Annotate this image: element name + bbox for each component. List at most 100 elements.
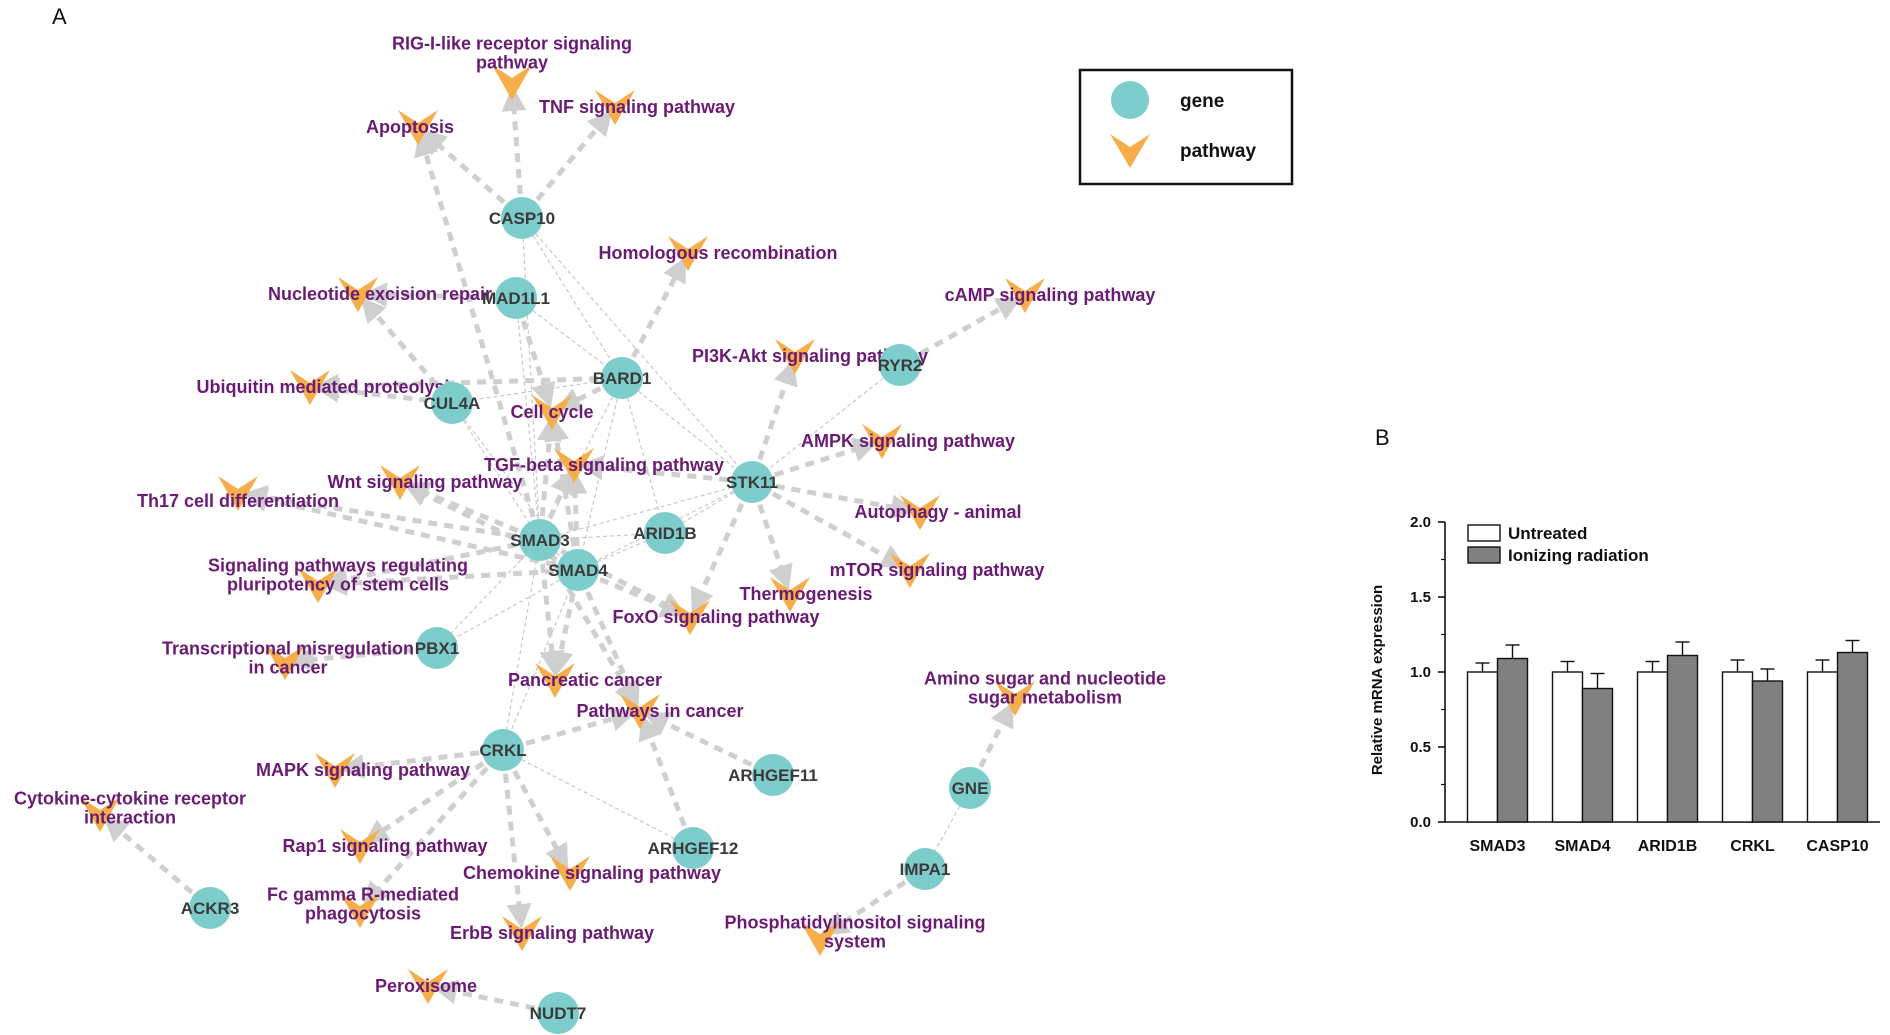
gene-label: CASP10 [489, 209, 555, 228]
gene-marker [879, 344, 921, 386]
gene-label: ARHGEF12 [648, 839, 739, 858]
pathway-label: Pathways in cancer [576, 701, 743, 721]
gene-node-casp10: CASP10 [489, 197, 555, 239]
pathway-node-auto: Autophagy - animal [854, 495, 1022, 530]
pathway-marker [670, 600, 710, 635]
edge-smad4-to-panc [548, 592, 576, 677]
pathway-marker [408, 969, 448, 1004]
pathway-marker [340, 829, 380, 864]
pathway-node-chemo: Chemokine signaling pathway [463, 856, 721, 891]
pathway-label: system [824, 932, 886, 952]
bar-smad4-ionizing-radiation [1581, 687, 1614, 823]
edge-stk11-to-tgfb [577, 455, 729, 483]
x-tick-label: CRKL [1730, 838, 1775, 855]
edge-bard1-to-cc [555, 386, 602, 411]
edge-pbx1-to-tmis [288, 646, 414, 672]
edge-smad4-to-th17 [241, 487, 556, 568]
gene-node-arid1b: ARID1B [633, 512, 697, 554]
edge-stk11-to-pi3k [757, 359, 798, 461]
gene-marker [949, 767, 991, 809]
gene-label: SMAD3 [510, 531, 570, 550]
pathway-label: Peroxisome [375, 976, 477, 996]
edge-stk11-smad4 [577, 481, 753, 571]
pathway-label: mTOR signaling pathway [830, 560, 1045, 580]
pathway-node-mtor: mTOR signaling pathway [830, 553, 1045, 588]
edge-cul4a-to-ubq [313, 377, 429, 403]
edge-smad4-to-foxo [599, 576, 687, 618]
gene-label: ACKR3 [181, 899, 240, 918]
bar-smad4-untreated [1551, 671, 1584, 823]
edge-smad3-to-wnt [403, 481, 519, 534]
gene-marker [557, 549, 599, 591]
gene-marker [495, 277, 537, 319]
gene-node-stk11: STK11 [726, 461, 778, 503]
pathway-label: Nucleotide excision repair [268, 284, 492, 304]
edge-casp10-to-rig [501, 85, 527, 195]
edge-casp10-to-tnf [535, 110, 613, 202]
edge-smad3-to-panc [539, 563, 565, 677]
gene-label: ARHGEF11 [728, 766, 818, 785]
x-tick-label: ARID1B [1638, 838, 1698, 855]
pathway-node-ner: Nucleotide excision repair [268, 277, 492, 312]
pathway-node-ubq: Ubiquitin mediated proteolysis [196, 370, 460, 405]
gene-label: MAD1L1 [482, 289, 550, 308]
pathway-label: pathway [476, 53, 548, 73]
gene-marker [431, 382, 473, 424]
pathway-node-tnf: TNF signaling pathway [539, 90, 735, 125]
pathway-label: Autophagy - animal [854, 502, 1021, 522]
gene-marker [752, 754, 794, 796]
edge-crkl-to-pic [525, 706, 637, 746]
pathway-marker [338, 277, 378, 312]
gene-node-ackr3: ACKR3 [181, 887, 240, 929]
pathway-node-perox: Peroxisome [375, 969, 477, 1004]
pathway-marker [1005, 278, 1045, 313]
edge-stk11-smad3 [539, 481, 753, 541]
pathway-label: TNF signaling pathway [539, 97, 735, 117]
pathway-label: Pancreatic cancer [508, 670, 662, 690]
pathway-marker [554, 448, 594, 483]
legend-label-untreated: Untreated [1508, 524, 1587, 543]
gene-label: SMAD4 [548, 561, 608, 580]
pathway-label: Fc gamma R-mediated [267, 885, 459, 905]
edge-stk11-to-auto [775, 483, 917, 520]
edge-casp10-bard1 [521, 217, 623, 379]
edge-mad1l1-bard1 [515, 297, 623, 379]
pathway-label: Wnt signaling pathway [327, 472, 522, 492]
y-tick-label: 1.0 [1410, 664, 1431, 681]
edge-smad4-pbx1 [436, 569, 579, 649]
bar-crkl-untreated [1721, 671, 1754, 823]
pathway-node-rap1: Rap1 signaling pathway [282, 829, 488, 864]
edge-cul4a-smad3 [451, 402, 541, 541]
edge-bard1-smad3 [539, 377, 623, 541]
pathway-marker [595, 90, 635, 125]
y-axis-label: Relative mRNA expression [1369, 585, 1386, 775]
bar-crkl-ionizing-radiation [1751, 680, 1784, 823]
bar-casp10-untreated [1806, 671, 1839, 823]
legend-gene-label: gene [1180, 91, 1224, 112]
edge-smad4-to-pic [585, 590, 640, 708]
pathway-label: Thermogenesis [739, 584, 872, 604]
pathway-label: phagocytosis [305, 904, 421, 924]
panel-a-network: A RIG-I-like receptor signalingpathwayTN… [14, 4, 1294, 1034]
panel-b-bar-chart: B Relative mRNA expression 0.00.51.01.52… [1369, 425, 1880, 855]
gene-label: PBX1 [415, 639, 459, 658]
pathway-node-erbb: ErbB signaling pathway [450, 916, 654, 951]
bar-arid1b-ionizing-radiation [1666, 654, 1699, 823]
pathway-marker [502, 916, 542, 951]
edge-smad3-to-apop [414, 130, 536, 518]
pathway-label: Transcriptional misregulation [162, 639, 414, 659]
legend-swatch-ionizing-radiation [1467, 546, 1501, 564]
gene-marker [731, 461, 773, 503]
edge-smad4-to-cc [544, 415, 577, 547]
legend-pathway-label: pathway [1180, 141, 1256, 162]
gene-label: BARD1 [593, 369, 652, 388]
edge-crkl-to-chemo [512, 769, 569, 870]
gene-label: CUL4A [424, 394, 481, 413]
pathway-marker [775, 339, 815, 374]
bar-arid1b-untreated [1636, 671, 1669, 823]
x-tick-label: SMAD3 [1469, 838, 1525, 855]
pathway-marker [800, 921, 840, 956]
